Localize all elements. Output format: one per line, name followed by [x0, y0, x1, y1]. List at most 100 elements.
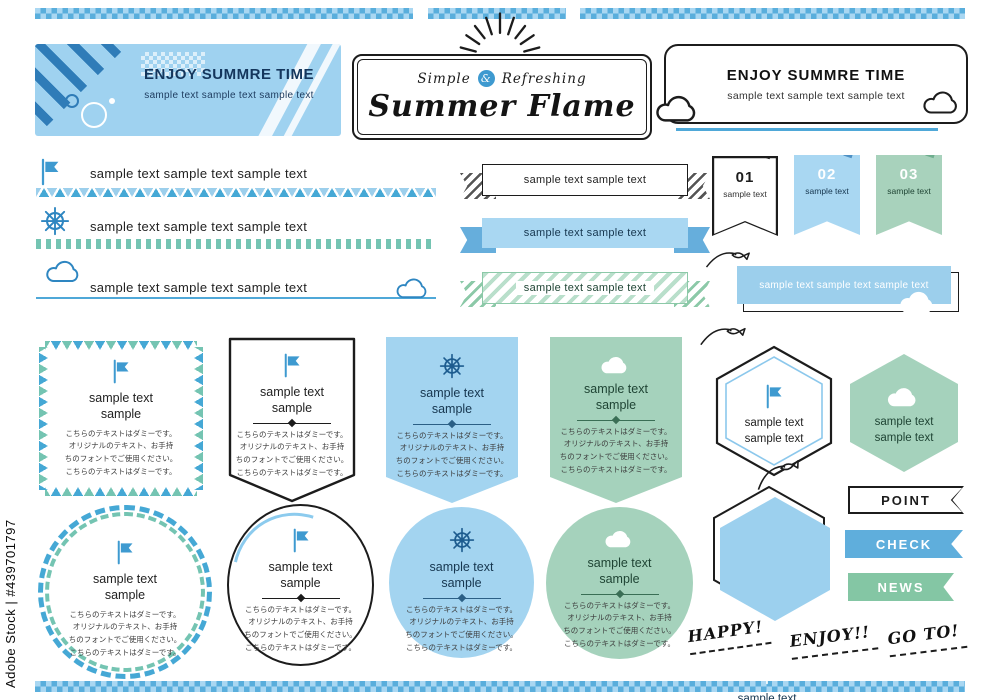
tag-label: NEWS — [877, 579, 925, 595]
sticker-goto: GO TO! — [887, 621, 968, 658]
dot-decoration — [109, 98, 115, 104]
helm-icon — [40, 206, 70, 236]
dash-rule — [36, 239, 436, 249]
triangle-border — [45, 487, 197, 496]
bookmark-tab-03: 03 sample text — [876, 155, 942, 235]
flag-icon — [282, 353, 302, 378]
checker-border-bottom — [35, 681, 965, 692]
inner-dashed-ring — [45, 512, 205, 672]
badge-content: sample text sample text — [712, 344, 836, 478]
divider — [261, 593, 340, 603]
strip-banner-text: sample text sample text sample text — [759, 279, 929, 291]
card-title: sample text sample — [260, 385, 324, 416]
banner-title: ENJOY SUMMRE TIME — [144, 66, 314, 83]
divider — [580, 589, 659, 599]
circle-frame-green: sample text sample こちらのテキストはダミーです。 オリジナル… — [546, 507, 693, 659]
tag-check: CHECK — [845, 530, 963, 558]
ring-decoration — [65, 94, 79, 108]
hexagon-shape — [715, 345, 833, 477]
card-title: sample text sample — [93, 572, 157, 603]
banner-text: ENJOY SUMMRE TIME sample text sample tex… — [123, 66, 335, 101]
circle-frame-blue: sample text sample こちらのテキストはダミーです。 オリジナル… — [389, 507, 534, 658]
main-title-frame: Simple & Refreshing Summer Flame — [352, 54, 652, 140]
frame-content: sample text sample こちらのテキストはダミーです。 オリジナル… — [35, 337, 207, 500]
hexagon-badge-blue: sample text sample text — [712, 484, 836, 700]
pennant-frame-green: sample text sample こちらのテキストはダミーです。 オリジナル… — [550, 337, 682, 505]
bookmark-face: 01 sample text — [714, 158, 776, 234]
triangle-border-frame: sample text sample こちらのテキストはダミーです。 オリジナル… — [35, 337, 207, 500]
sample-line: sample text sample text sample text — [90, 219, 308, 234]
checker-border-top — [35, 8, 413, 19]
cloud-icon — [885, 384, 923, 408]
ribbon-label: sample text sample text — [482, 164, 688, 196]
frame-subtitle: sample text sample text sample text — [727, 89, 905, 102]
triangle-border — [194, 347, 203, 490]
ampersand-badge: & — [477, 70, 495, 87]
frame-content: sample text sample こちらのテキストはダミーです。 オリジナル… — [386, 337, 518, 505]
flag-icon — [38, 158, 62, 186]
badge-title: sample text sample text — [874, 416, 934, 445]
thin-blue-rule — [36, 297, 436, 299]
sunburst-decoration — [459, 12, 541, 53]
tag-point: POINT — [848, 486, 964, 514]
rounded-title-frame: ENJOY SUMMRE TIME sample text sample tex… — [664, 44, 968, 124]
card-title: sample text sample — [268, 560, 333, 591]
triangle-border-circle: sample text sample こちらのテキストはダミーです。 オリジナル… — [38, 505, 212, 679]
cloud-icon — [392, 274, 436, 300]
hexagon-shape — [850, 354, 958, 472]
ring-decoration — [81, 102, 107, 128]
divider — [253, 418, 331, 428]
triangle-border — [39, 347, 48, 490]
bookmark-number: 02 — [817, 166, 837, 183]
flag-icon — [764, 384, 784, 409]
divider — [413, 419, 491, 429]
frame-content: sample text sample こちらのテキストはダミーです。 オリジナル… — [546, 507, 693, 659]
subtitle-post: Refreshing — [501, 70, 587, 87]
hexagon-badge-outline: sample text sample text — [712, 344, 836, 478]
bookmark-label: sample text — [723, 189, 767, 200]
dummy-text: こちらのテキストはダミーです。 オリジナルのテキスト、お手持 ちのフォントでご使… — [395, 430, 509, 478]
hexagon-badge-green: sample text sample text — [846, 352, 962, 474]
helm-icon — [754, 659, 780, 685]
card-title: sample text sample — [420, 386, 484, 417]
subtitle-line: Simple & Refreshing — [417, 70, 586, 87]
ribbon-banner: sample text sample text — [460, 218, 710, 264]
card-title: sample text sample — [429, 560, 494, 591]
dummy-text: こちらのテキストはダミーです。 オリジナルのテキスト、お手持 ちのフォントでご使… — [235, 429, 349, 477]
ribbon-label: sample text sample text — [482, 218, 688, 248]
badge-title: sample text sample text — [737, 692, 797, 700]
sample-line: sample text sample text sample text — [90, 280, 308, 295]
ribbon-banner: sample text sample text — [460, 272, 710, 318]
circle-frame-outline: sample text sample こちらのテキストはダミーです。 オリジナル… — [205, 487, 396, 683]
pennant-frame-outline: sample text sample こちらのテキストはダミーです。 オリジナル… — [228, 337, 356, 505]
checker-border-top — [428, 8, 566, 19]
helm-icon — [439, 353, 465, 379]
dummy-text: こちらのテキストはダミーです。 オリジナルのテキスト、お手持 ちのフォントでご使… — [559, 426, 673, 474]
flag-icon — [291, 528, 311, 553]
badge-content: sample text sample text — [846, 352, 962, 474]
dummy-text: こちらのテキストはダミーです。 オリジナルのテキスト、お手持 ちのフォントでご使… — [405, 604, 518, 652]
dummy-text: こちらのテキストはダミーです。 オリジナルのテキスト、お手持 ちのフォントでご使… — [244, 604, 357, 652]
card-title: sample text sample — [587, 556, 652, 587]
dummy-text: こちらのテキストはダミーです。 オリジナルのテキスト、お手持 ちのフォントでご使… — [563, 600, 676, 648]
frame-content: sample text sample こちらのテキストはダミーです。 オリジナル… — [43, 510, 207, 674]
cloud-icon — [603, 527, 637, 549]
dummy-text: こちらのテキストはダミーです。 オリジナルのテキスト、お手持 ちのフォントでご使… — [68, 609, 182, 657]
frame-title: ENJOY SUMMRE TIME — [726, 66, 906, 84]
bookmark-number: 01 — [735, 169, 755, 187]
hexagon-shape — [713, 485, 830, 621]
blue-underline — [676, 128, 938, 131]
flag-icon — [111, 359, 131, 384]
helm-icon — [449, 527, 475, 553]
bookmark-number: 03 — [899, 166, 919, 183]
tag-face: POINT — [850, 488, 962, 512]
cloud-icon — [599, 353, 633, 375]
checker-border-top — [580, 8, 965, 19]
card-title: sample text sample — [89, 391, 153, 422]
flag-icon — [115, 540, 135, 565]
bookmark-label: sample text — [805, 186, 849, 196]
ribbon-banner: sample text sample text — [460, 164, 710, 210]
dashed-underline — [889, 645, 968, 658]
bookmark-label: sample text — [887, 186, 931, 196]
